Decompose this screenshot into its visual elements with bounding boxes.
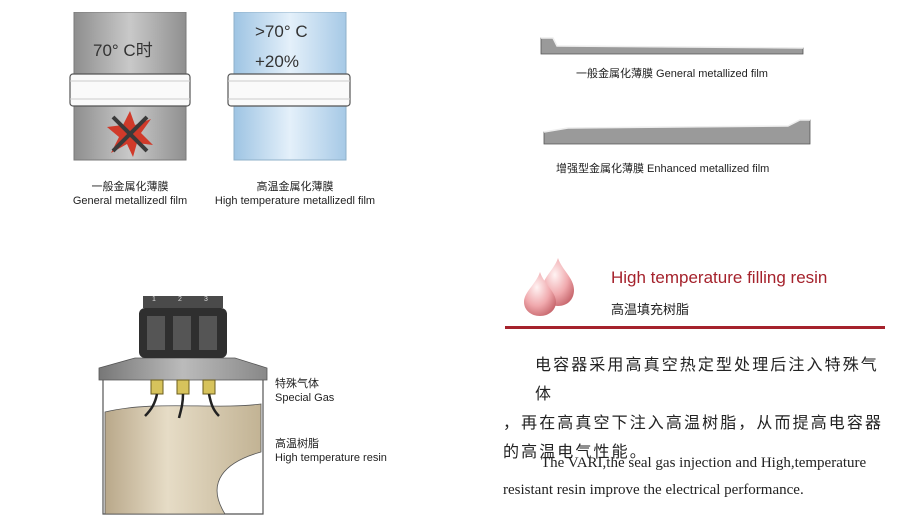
film-caption-en: General metallizedl film — [72, 195, 188, 207]
resin-label-en: High temperature resin — [275, 452, 387, 464]
description-zh-line: ，再在高真空下注入高温树脂，从而提高电容器 — [503, 413, 884, 432]
section-divider — [505, 326, 885, 329]
description-en-line: resistant resin improve the electrical p… — [503, 482, 804, 498]
film-caption-zh: 高温金属化薄膜 — [256, 181, 334, 193]
description-zh: 电容器采用高真空热定型处理后注入特殊气体 ，再在高真空下注入高温树脂，从而提高电… — [503, 350, 893, 466]
cross-section-general-illustration — [540, 37, 804, 55]
film-expansion-label: +20% — [255, 52, 299, 71]
film-caption-high-temp: 高温金属化薄膜 High temperature metallizedl fil… — [200, 180, 390, 208]
resin-label: 高温树脂 High temperature resin — [275, 437, 387, 465]
gas-label: 特殊气体 Special Gas — [275, 377, 334, 405]
film-panel-high-temp: >70° C +20% — [225, 12, 355, 172]
film-panel-general: 70° C时 — [65, 12, 195, 172]
film-strip-high-temp-illustration — [227, 12, 351, 161]
capacitor-cutaway-illustration — [98, 296, 268, 515]
film-caption-general: 一般金属化薄膜 General metallizedl film — [40, 180, 220, 208]
terminal-number-1: 1 — [152, 296, 156, 303]
broken-x-icon — [107, 111, 153, 157]
gas-label-en: Special Gas — [275, 392, 335, 404]
resin-label-zh: 高温树脂 — [275, 438, 319, 450]
film-temp-label: >70° C — [255, 22, 308, 41]
cross-section-enhanced-illustration — [543, 119, 811, 145]
film-caption-zh: 一般金属化薄膜 — [91, 181, 169, 193]
film-temp-label: 70° C时 — [93, 41, 153, 60]
resin-drops-icon — [524, 258, 574, 316]
cross-section-enhanced-label: 增强型金属化薄膜 Enhanced metallized film — [556, 163, 770, 175]
cross-section-general-label: 一般金属化薄膜 General metallized film — [576, 68, 768, 80]
section-title-en: High temperature filling resin — [611, 268, 828, 287]
description-zh-line: 电容器采用高真空热定型处理后注入特殊气体 — [535, 355, 879, 403]
gas-label-zh: 特殊气体 — [275, 378, 319, 390]
description-zh-line: 的高温电气性能。 — [503, 442, 648, 461]
description-en: The VARI,the seal gas injection and High… — [503, 450, 895, 504]
terminal-number-3: 3 — [204, 296, 208, 303]
description-en-line: The VARI,the seal gas injection and High… — [541, 455, 867, 471]
section-title-zh: 高温填充树脂 — [611, 302, 690, 317]
terminal-number-2: 2 — [178, 296, 182, 303]
film-caption-en: High temperature metallizedl film — [214, 195, 376, 207]
